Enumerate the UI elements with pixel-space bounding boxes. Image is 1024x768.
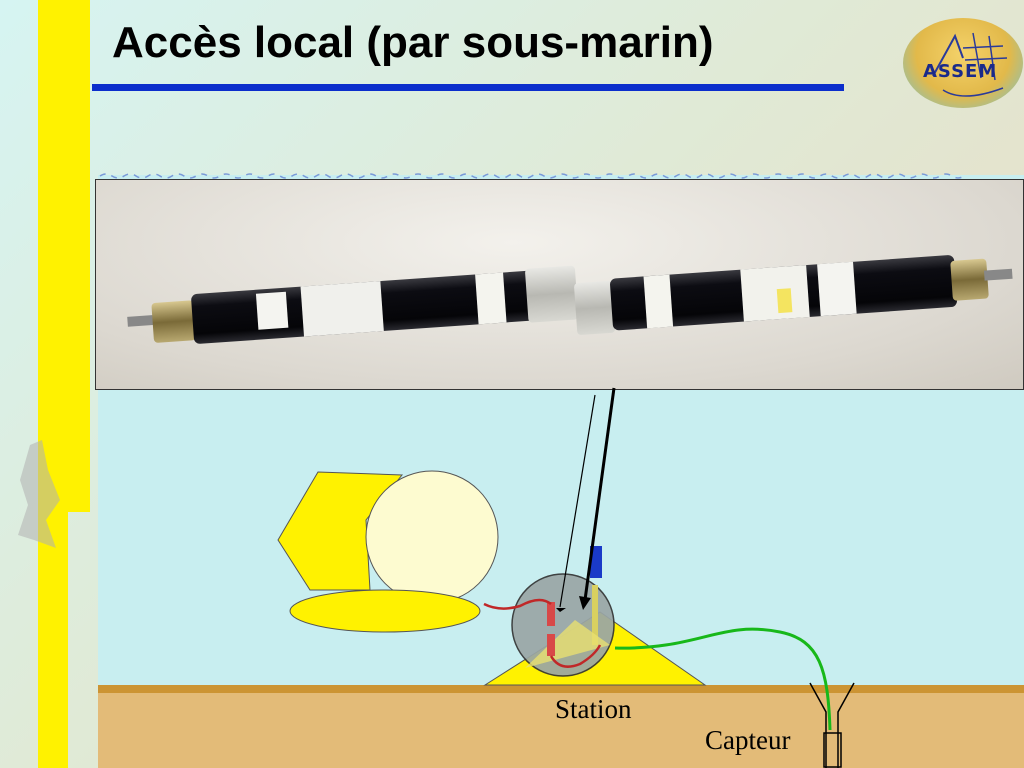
- green-cable: [614, 627, 832, 731]
- blue-connector: [590, 546, 602, 578]
- seabed: [98, 685, 1024, 768]
- capteur-sensor: [823, 732, 842, 768]
- station-label: Station: [555, 694, 632, 724]
- buoyancy-sphere: [365, 470, 499, 604]
- left-accent-bar: [38, 0, 68, 768]
- sensor-cylinder-photo: [95, 179, 1024, 390]
- left-accent-bar-inner: [68, 0, 90, 512]
- logo-text: ASSEM: [923, 61, 998, 82]
- red-cable: [483, 598, 552, 610]
- thick-arrow: [583, 387, 616, 601]
- thin-arrow: [559, 394, 596, 608]
- capteur-label: Capteur: [705, 725, 791, 755]
- page-title: Accès local (par sous-marin): [112, 18, 714, 67]
- sphere-base: [289, 589, 481, 633]
- sensor-casing: [809, 682, 855, 768]
- title-underline: [92, 84, 844, 91]
- assem-logo-icon: ASSEM: [903, 18, 1023, 108]
